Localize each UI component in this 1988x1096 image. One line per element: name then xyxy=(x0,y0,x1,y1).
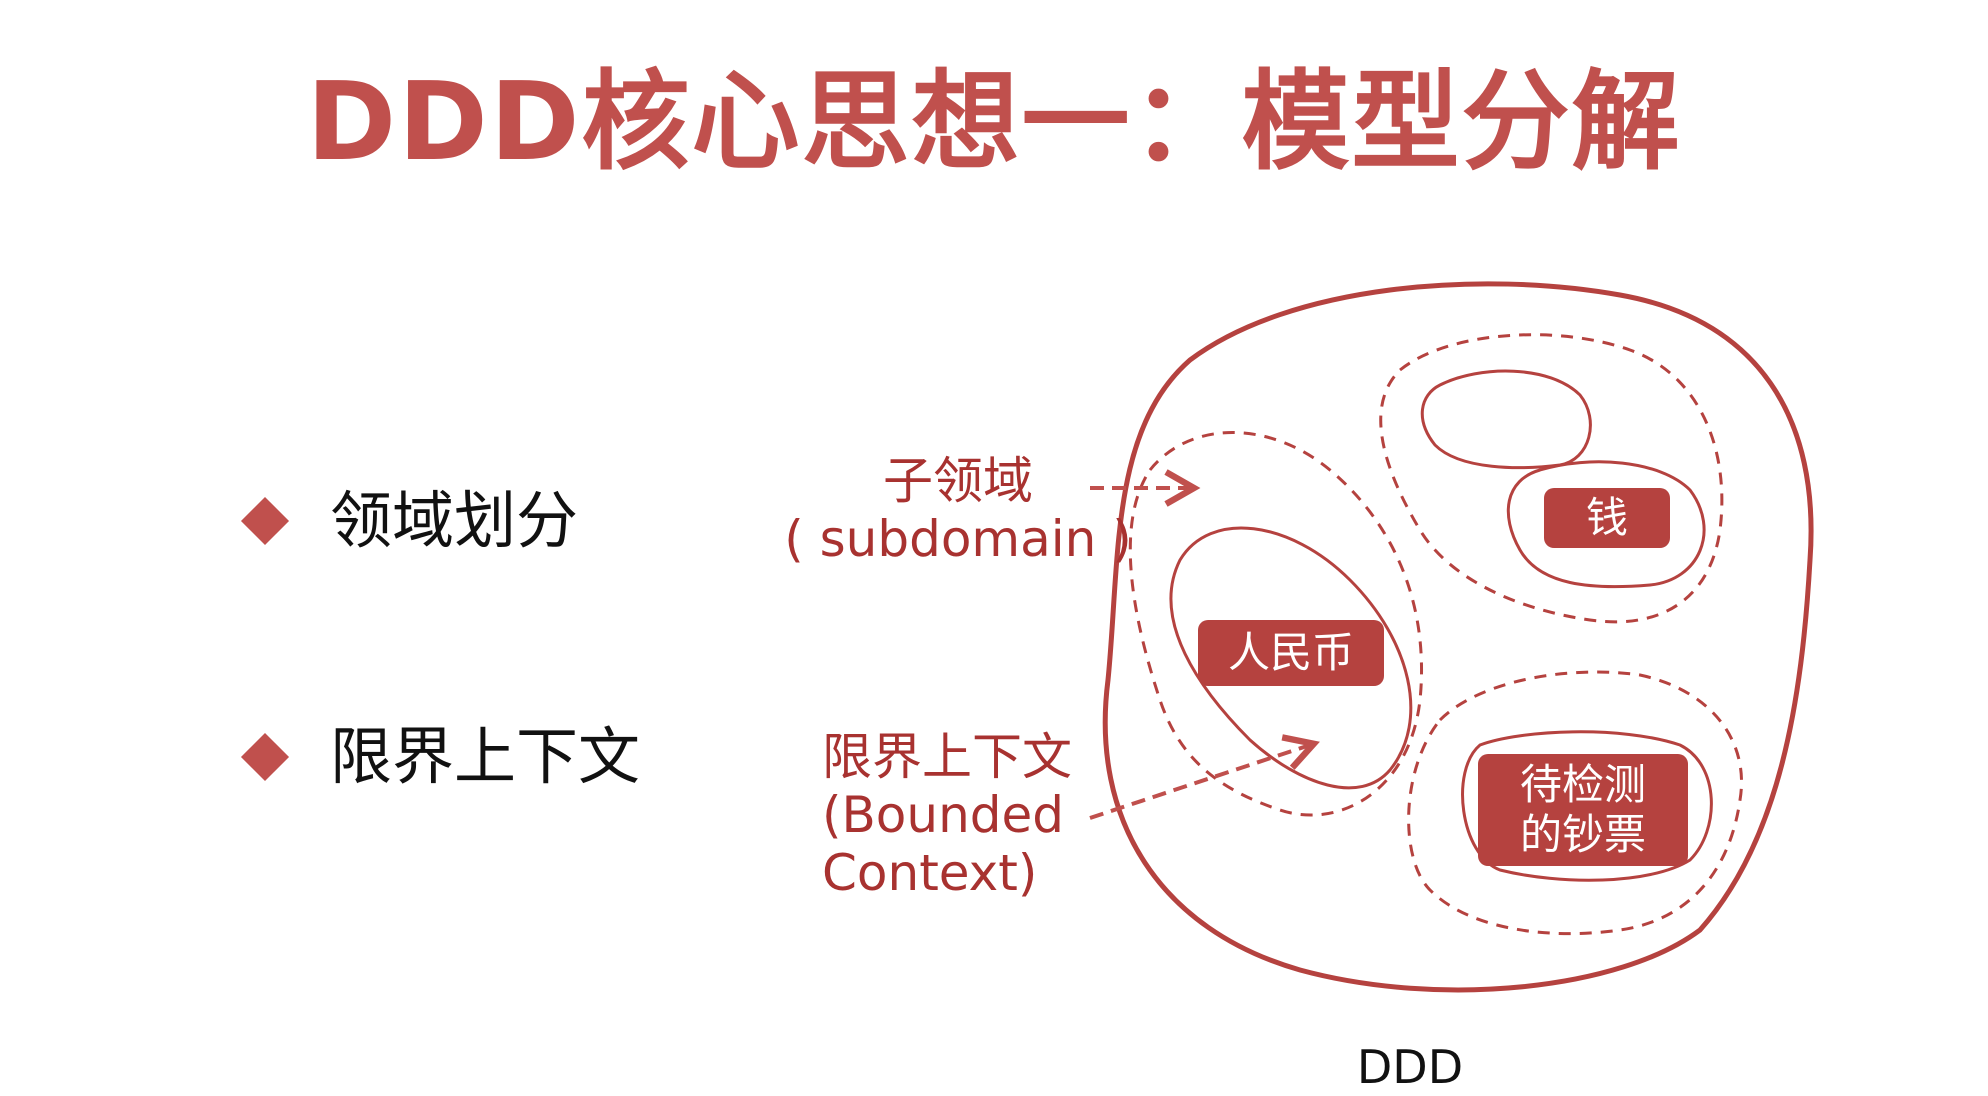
context-tag-bill-line1: 待检测 xyxy=(1519,759,1646,809)
bullet-bounded-context: 限界上下文 xyxy=(240,720,641,793)
bounded-context-bill xyxy=(1461,730,1713,882)
bullet-domain-division: 领域划分 xyxy=(240,484,579,557)
bounded-context-label-cn: 限界上下文 xyxy=(822,728,1072,786)
subdomain-boundary-left xyxy=(1128,431,1424,817)
context-tag-rmb: 人民币 xyxy=(1198,620,1384,686)
diagram-caption: DDD xyxy=(1356,1040,1464,1094)
bounded-context-annotation: 限界上下文 (Bounded Context) xyxy=(822,728,1072,902)
subdomain-label-en: ( subdomain ) xyxy=(784,510,1132,568)
context-tag-bill: 待检测 的钞票 xyxy=(1478,754,1688,866)
context-tag-bill-line2: 的钞票 xyxy=(1519,810,1646,859)
subdomain-boundary-top-right xyxy=(1379,333,1724,624)
ddd-boundary xyxy=(1102,281,1814,993)
subdomain-label-cn: 子领域 xyxy=(883,452,1033,510)
context-tag-money: 钱 xyxy=(1544,488,1670,548)
bounded-context-label-en-1: (Bounded xyxy=(822,786,1065,844)
subdomain-boundary-bottom-right xyxy=(1407,670,1743,936)
bounded-context-empty xyxy=(1420,369,1592,470)
bounded-context-rmb xyxy=(1169,526,1413,790)
bounded-context-money xyxy=(1506,460,1706,589)
bounded-context-arrow xyxy=(1089,734,1320,820)
page-title: DDD核心思想一：模型分解 xyxy=(306,60,1682,185)
bounded-context-label-en-2: Context) xyxy=(822,844,1038,902)
subdomain-annotation: 子领域 ( subdomain ) xyxy=(768,452,1148,568)
bullet-label: 领域划分 xyxy=(330,484,579,557)
bullet-label: 限界上下文 xyxy=(330,720,641,793)
